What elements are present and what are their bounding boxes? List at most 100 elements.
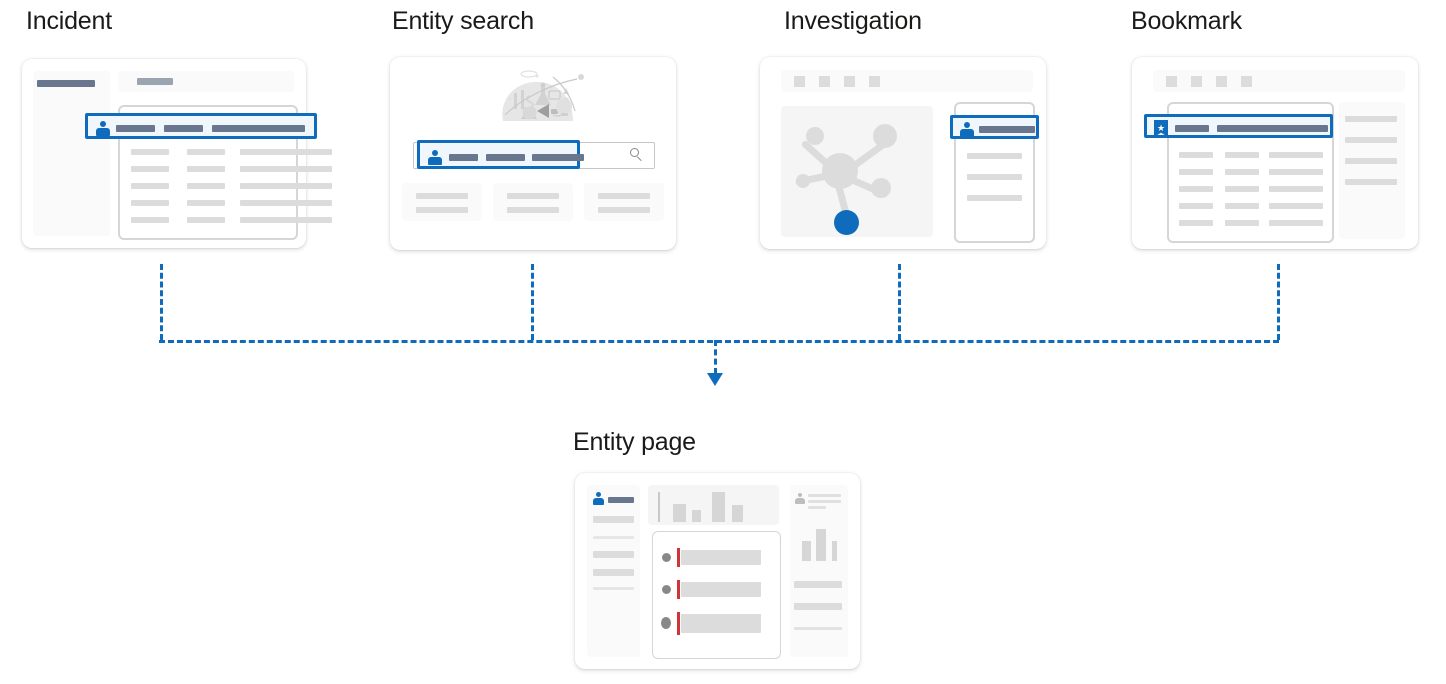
incident-card[interactable] [22,59,332,248]
toolbar-item[interactable] [844,76,855,87]
table-cell-bar [187,217,225,223]
person-icon [428,150,442,165]
card-title-entity-page: Entity page [573,428,696,456]
toolbar-item[interactable] [819,76,830,87]
science-illustration [502,70,584,121]
table-cell-bar [240,149,332,155]
table-cell-bar [1225,186,1259,192]
chart-bar [673,504,686,522]
toolbar-item[interactable] [1216,76,1227,87]
alert-severity-marker [677,612,680,635]
entity-page-left-panel [587,485,640,657]
incident-sidebar-title-bar [37,80,95,87]
connector-to-entity-page [714,340,717,374]
row-segment-bar [164,125,203,132]
alert-row-bar [681,550,761,565]
card-title-bookmark: Bookmark [1131,7,1242,35]
incident-header-strip [118,71,294,92]
table-cell-bar [240,166,332,172]
chart-axis [658,492,660,522]
row-segment-bar [486,154,525,161]
connector-investigation [898,264,901,340]
alert-status-dot [662,553,671,562]
alert-row-bar [681,582,761,597]
row-segment-bar [1175,125,1209,132]
graph-node[interactable] [871,178,891,198]
panel-divider [794,627,842,630]
table-cell-bar [1225,203,1259,209]
row-segment-bar [212,125,305,132]
graph-node[interactable] [806,127,824,145]
card-title-investigation: Investigation [784,7,922,35]
chart-bar [832,541,837,561]
toolbar-item[interactable] [794,76,805,87]
person-icon [960,122,974,137]
table-cell-bar [131,200,169,206]
table-cell-bar [187,200,225,206]
table-cell-bar [1179,152,1213,158]
alert-severity-marker [677,548,680,567]
graph-node-selected[interactable] [834,210,859,235]
panel-row-bar [794,581,842,588]
chart-bar [802,541,811,561]
search-icon[interactable] [630,148,643,161]
entity-page-alert-list[interactable] [652,531,781,659]
chart-bar [692,510,701,522]
panel-row-bar [808,494,841,497]
entity-search-selected-suggestion[interactable] [417,140,584,169]
panel-row-bar [794,603,842,610]
person-icon [593,492,604,505]
toolbar-item[interactable] [869,76,880,87]
search-result-tile[interactable] [402,183,482,221]
table-cell-bar [240,217,332,223]
panel-row-bar [593,551,634,558]
toolbar-item[interactable] [1166,76,1177,87]
toolbar-item[interactable] [1191,76,1202,87]
panel-row-bar [593,516,634,523]
card-title-incident: Incident [26,7,112,35]
graph-node-center[interactable] [822,153,858,189]
table-cell-bar [187,149,225,155]
row-segment-bar [532,154,584,161]
panel-row-bar [1345,137,1397,143]
table-cell-bar [1269,169,1323,175]
panel-row-bar [967,153,1022,159]
row-segment-bar [116,125,155,132]
incident-sidebar [33,71,110,236]
investigation-card[interactable] [760,57,1046,249]
entity-page-card[interactable] [575,473,860,669]
table-cell-bar [1269,186,1323,192]
search-result-tile[interactable] [493,183,573,221]
incident-selected-entity-row[interactable] [85,113,317,139]
toolbar-item[interactable] [1241,76,1252,87]
table-cell-bar [1179,220,1213,226]
investigation-graph[interactable] [781,106,933,237]
table-cell-bar [131,217,169,223]
graph-node[interactable] [873,124,897,148]
connector-bookmark [1277,264,1280,340]
table-cell-bar [131,166,169,172]
entity-search-card[interactable] [390,57,676,250]
bookmark-toolbar [1153,70,1405,92]
row-segment-bar [979,126,1035,133]
bookmark-icon: ★ [1154,120,1168,137]
card-title-entity-search: Entity search [392,7,534,35]
investigation-selected-entity[interactable] [950,115,1039,139]
table-cell-bar [1269,203,1323,209]
panel-row-bar [808,506,826,509]
row-segment-bar [449,154,478,161]
panel-row-bar [1345,179,1397,185]
panel-divider [593,536,634,539]
table-cell-bar [1225,152,1259,158]
bookmark-card[interactable]: ★ [1132,57,1418,249]
table-cell-bar [1179,203,1213,209]
graph-node[interactable] [796,174,810,188]
table-cell-bar [240,183,332,189]
search-result-tile[interactable] [584,183,664,221]
table-cell-bar [1225,169,1259,175]
alert-severity-marker [677,580,680,599]
panel-row-bar [808,500,841,503]
bookmark-selected-row[interactable]: ★ [1144,114,1333,138]
panel-row-bar [967,174,1022,180]
table-cell-bar [1179,186,1213,192]
